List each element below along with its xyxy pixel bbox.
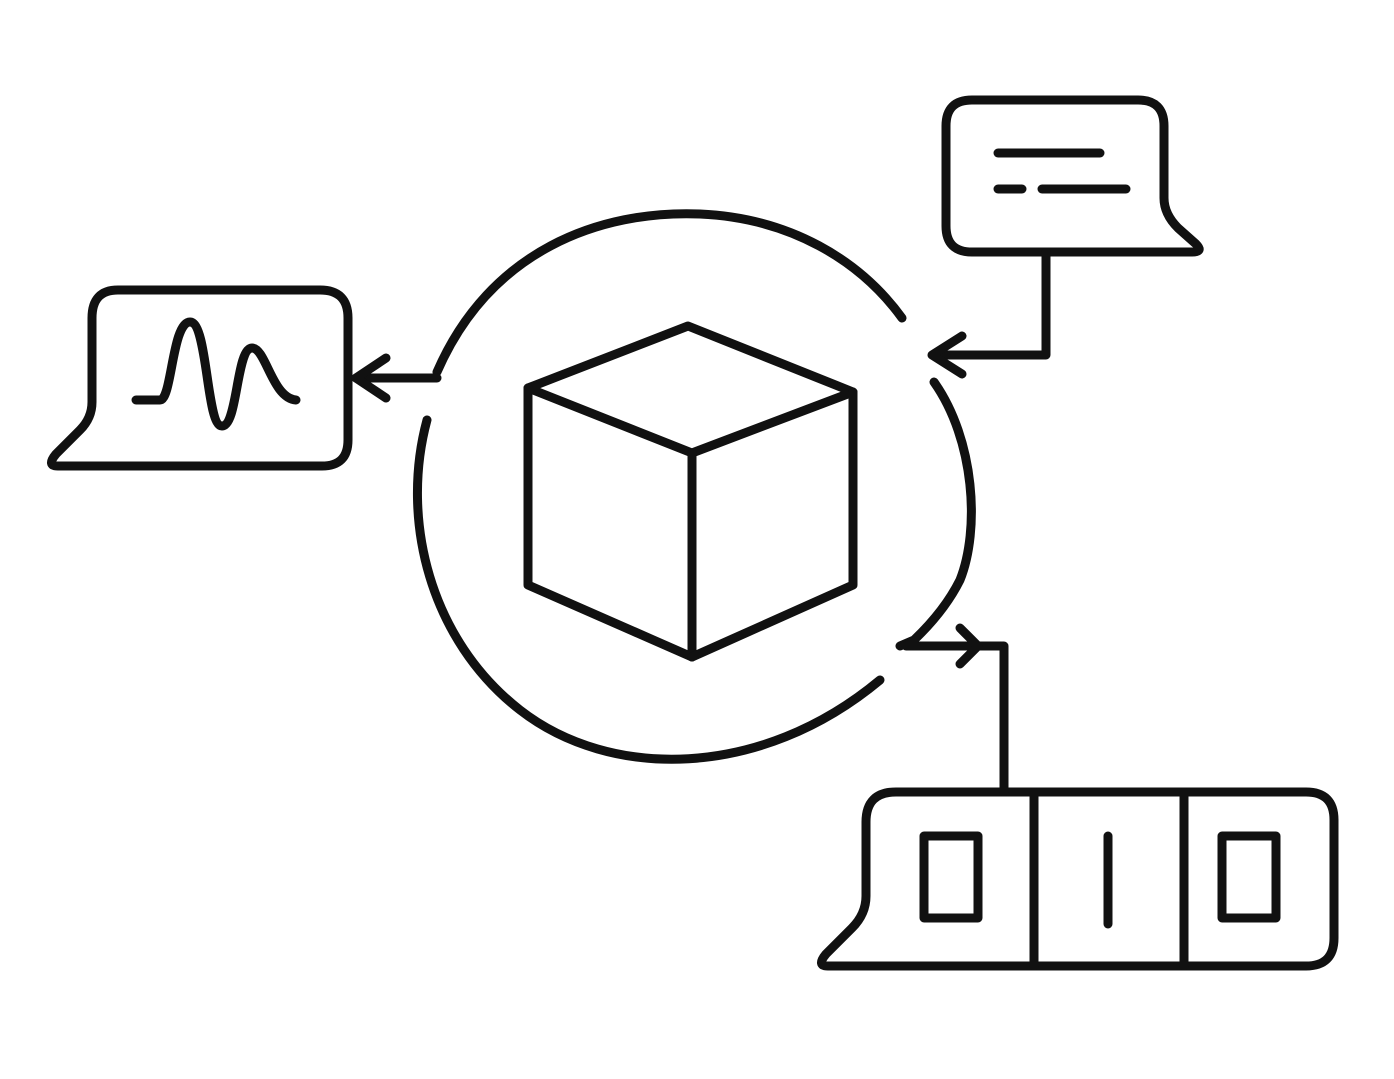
cube-right-face: [687, 387, 858, 662]
binary-digits-icon: [919, 831, 1281, 929]
output-left-arrowhead: [351, 353, 391, 403]
cube-icon: [523, 321, 858, 662]
binary-output-bubble: [817, 623, 1339, 971]
cycle-ring: [413, 209, 976, 764]
cube-top-face: [523, 321, 858, 458]
waveform-bubble-outline: [47, 285, 353, 471]
cycle-arc-right: [895, 377, 976, 651]
binary-digit-0-first: [919, 831, 983, 923]
text-input-bubble: [927, 95, 1204, 379]
text-lines-icon: [993, 148, 1131, 194]
input-arrowhead: [927, 331, 967, 379]
output-connector-right: [901, 641, 1009, 797]
binary-bubble-outline: [817, 787, 1339, 971]
cycle-arc-left-bottom: [413, 415, 885, 764]
cycle-arc-top: [432, 209, 907, 377]
output-right-arrowhead: [955, 623, 983, 669]
waveform-output-bubble: [47, 285, 442, 471]
cube-left-face: [523, 383, 697, 662]
waveform-icon: [131, 317, 301, 431]
text-bubble-outline: [941, 95, 1204, 257]
input-connector-line: [929, 247, 1051, 360]
binary-digit-0-second: [1217, 831, 1281, 923]
